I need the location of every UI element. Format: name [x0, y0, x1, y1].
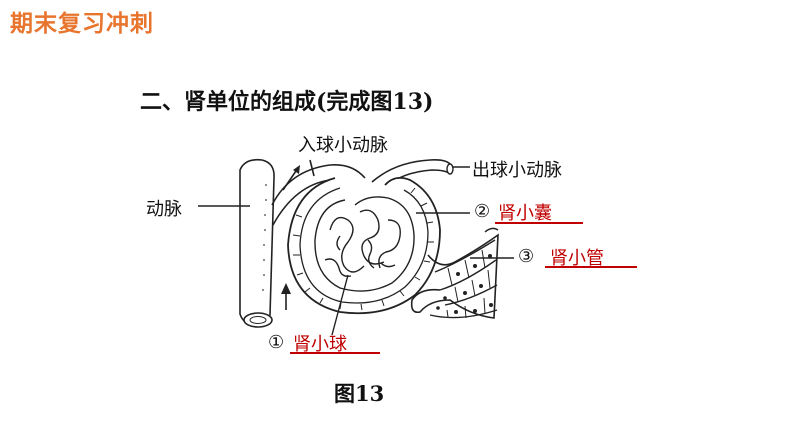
label-artery: 动脉 — [146, 199, 182, 220]
afferent-arrow — [282, 167, 299, 191]
capsule-underline — [495, 222, 583, 224]
artery-opening — [243, 312, 273, 328]
efferent-arteriole — [371, 159, 451, 183]
glomerulus-underline — [290, 352, 380, 354]
slide-header-title: 期末复习冲刺 — [10, 11, 154, 37]
label-capsule-number: ② — [474, 201, 491, 222]
label-glomerulus-answer: 肾小球 — [293, 334, 347, 355]
renal-tubule-outer — [410, 233, 499, 319]
label-tubule-answer: 肾小管 — [550, 248, 604, 269]
label-glomerulus-number: ① — [268, 332, 285, 353]
glomerulus-tangle — [314, 196, 415, 292]
section-heading: 二、肾单位的组成(完成图13) — [140, 89, 434, 115]
label-tubule-number: ③ — [518, 246, 535, 267]
label-efferent-arteriole: 出球小动脉 — [472, 160, 562, 181]
label-afferent-arteriole: 入球小动脉 — [298, 135, 388, 156]
figure-caption: 图13 — [334, 381, 385, 406]
tubule-underline — [545, 266, 637, 268]
artery-tube — [239, 158, 275, 327]
leader-glomerulus — [331, 274, 349, 336]
label-capsule-answer: 肾小囊 — [498, 203, 552, 224]
